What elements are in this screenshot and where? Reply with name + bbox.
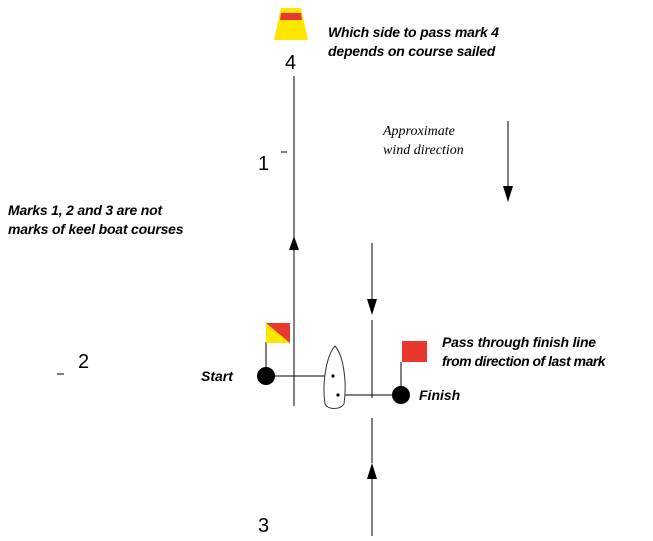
start-mark-icon [257,367,275,385]
finish-line-note-line-2: from direction of last mark [442,353,606,369]
finish-approach-bottom [367,418,377,536]
mark-2-label: 2 [78,351,90,373]
keel-note-line-2: marks of keel boat courses [8,221,184,237]
finish-approach-top [367,243,377,398]
wind-arrow [503,121,513,202]
finish-mark-icon [392,386,410,404]
finish-line-note: Pass through finish line from direction … [442,333,606,371]
mark-4-note-line-2: depends on course sailed [328,43,496,59]
keel-note-line-1: Marks 1, 2 and 3 are not [8,202,162,218]
finish-line-note-line-1: Pass through finish line [442,334,596,350]
start-label: Start [201,368,233,384]
mark-1-label: 1 [258,153,270,175]
mark-4-note-line-1: Which side to pass mark 4 [328,24,499,40]
mark-3-label: 3 [258,515,270,537]
wind-note: Approximate wind direction [383,122,464,160]
start-flag [265,323,290,376]
wind-note-line-1: Approximate [383,124,455,139]
mark-4-label: 4 [285,52,297,74]
finish-label: Finish [419,387,461,403]
keel-note: Marks 1, 2 and 3 are not marks of keel b… [8,201,184,239]
mark-4-buoy [274,8,308,40]
mark-4-note: Which side to pass mark 4 depends on cou… [328,23,499,61]
boat-icon [323,345,346,409]
course-arrow-up [289,236,299,250]
wind-note-line-2: wind direction [383,143,464,158]
